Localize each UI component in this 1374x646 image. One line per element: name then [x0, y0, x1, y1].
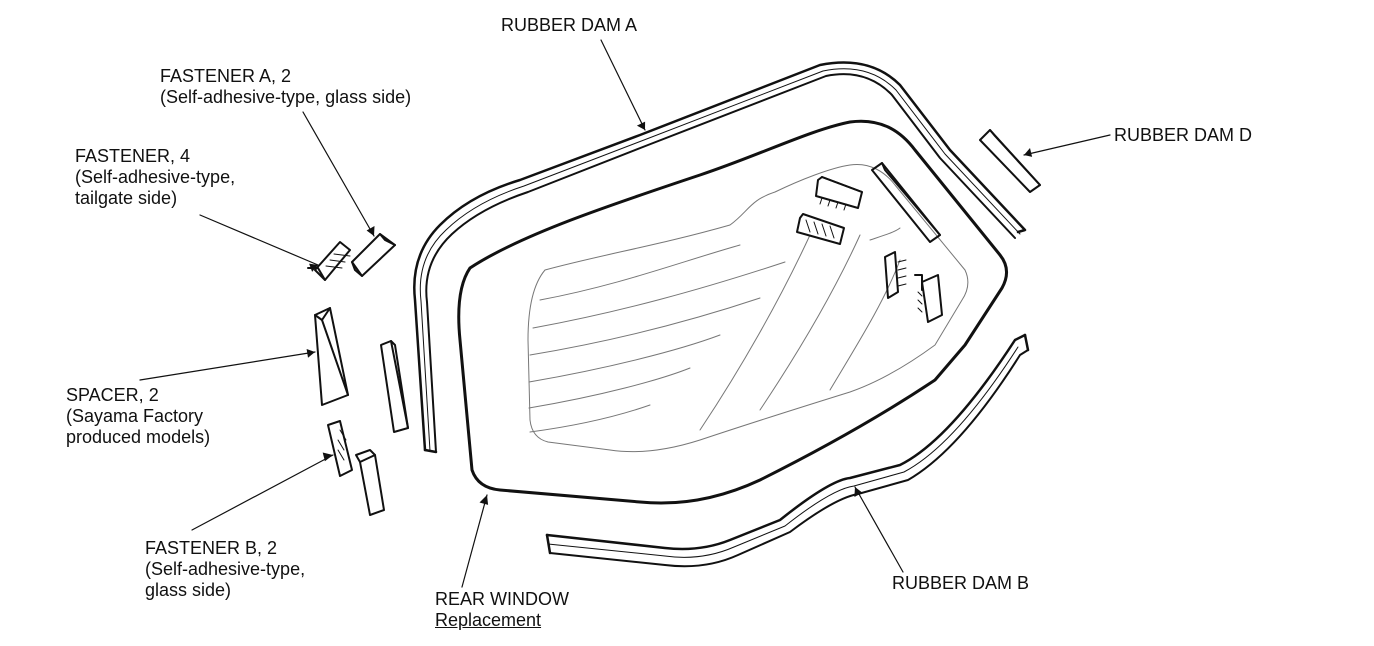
defogger-lines — [528, 227, 901, 433]
fastener-b-parts — [327, 420, 385, 516]
rubber-dam-b — [545, 333, 1030, 568]
rubber-dam-d-text: RUBBER DAM D — [1114, 125, 1253, 145]
glass-side-fasteners — [796, 162, 943, 323]
rear-window-glass — [457, 119, 1008, 505]
label-fastener-a: FASTENER A, 2 (Self-adhesive-type, glass… — [160, 66, 411, 108]
fastener-a-title: FASTENER A, 2 — [160, 66, 292, 86]
glass-ceramic-border — [527, 163, 969, 453]
label-rubber-dam-a: RUBBER DAM A — [501, 15, 637, 36]
label-fastener-tailgate: FASTENER, 4 (Self-adhesive-type, tailgat… — [75, 146, 235, 209]
rubber-dam-a — [413, 61, 1027, 454]
spacer-parts — [314, 307, 409, 433]
spacer-note-2: produced models) — [66, 427, 211, 447]
rear-window-title: REAR WINDOW — [435, 589, 569, 609]
replacement-link[interactable]: Replacement — [435, 610, 542, 630]
fastener-a-note: (Self-adhesive-type, glass side) — [160, 87, 412, 107]
spacer-note-1: (Sayama Factory — [66, 406, 204, 426]
fastener-b-title: FASTENER B, 2 — [145, 538, 278, 558]
fastener-tailgate-part — [307, 241, 351, 281]
rubber-dam-d — [979, 129, 1041, 193]
label-fastener-b: FASTENER B, 2 (Self-adhesive-type, glass… — [145, 538, 305, 601]
leader-lines — [139, 39, 1111, 588]
leader-arrowheads — [306, 121, 1033, 505]
label-spacer: SPACER, 2 (Sayama Factory produced model… — [66, 385, 210, 448]
fastener-b-note-2: glass side) — [145, 580, 232, 600]
fastener-note-1: (Self-adhesive-type, — [75, 167, 236, 187]
fastener-note-2: tailgate side) — [75, 188, 178, 208]
glass-outer-edge — [457, 119, 1008, 505]
label-rubber-dam-b: RUBBER DAM B — [892, 573, 1029, 594]
rubber-dam-a-text: RUBBER DAM A — [501, 15, 638, 35]
fastener-b-note-1: (Self-adhesive-type, — [145, 559, 306, 579]
spacer-title: SPACER, 2 — [66, 385, 159, 405]
fastener-title: FASTENER, 4 — [75, 146, 191, 166]
fastener-a-part — [351, 233, 396, 277]
label-rubber-dam-d: RUBBER DAM D — [1114, 125, 1252, 146]
rubber-dam-b-text: RUBBER DAM B — [892, 573, 1030, 593]
label-rear-window: REAR WINDOW Replacement — [435, 589, 569, 631]
